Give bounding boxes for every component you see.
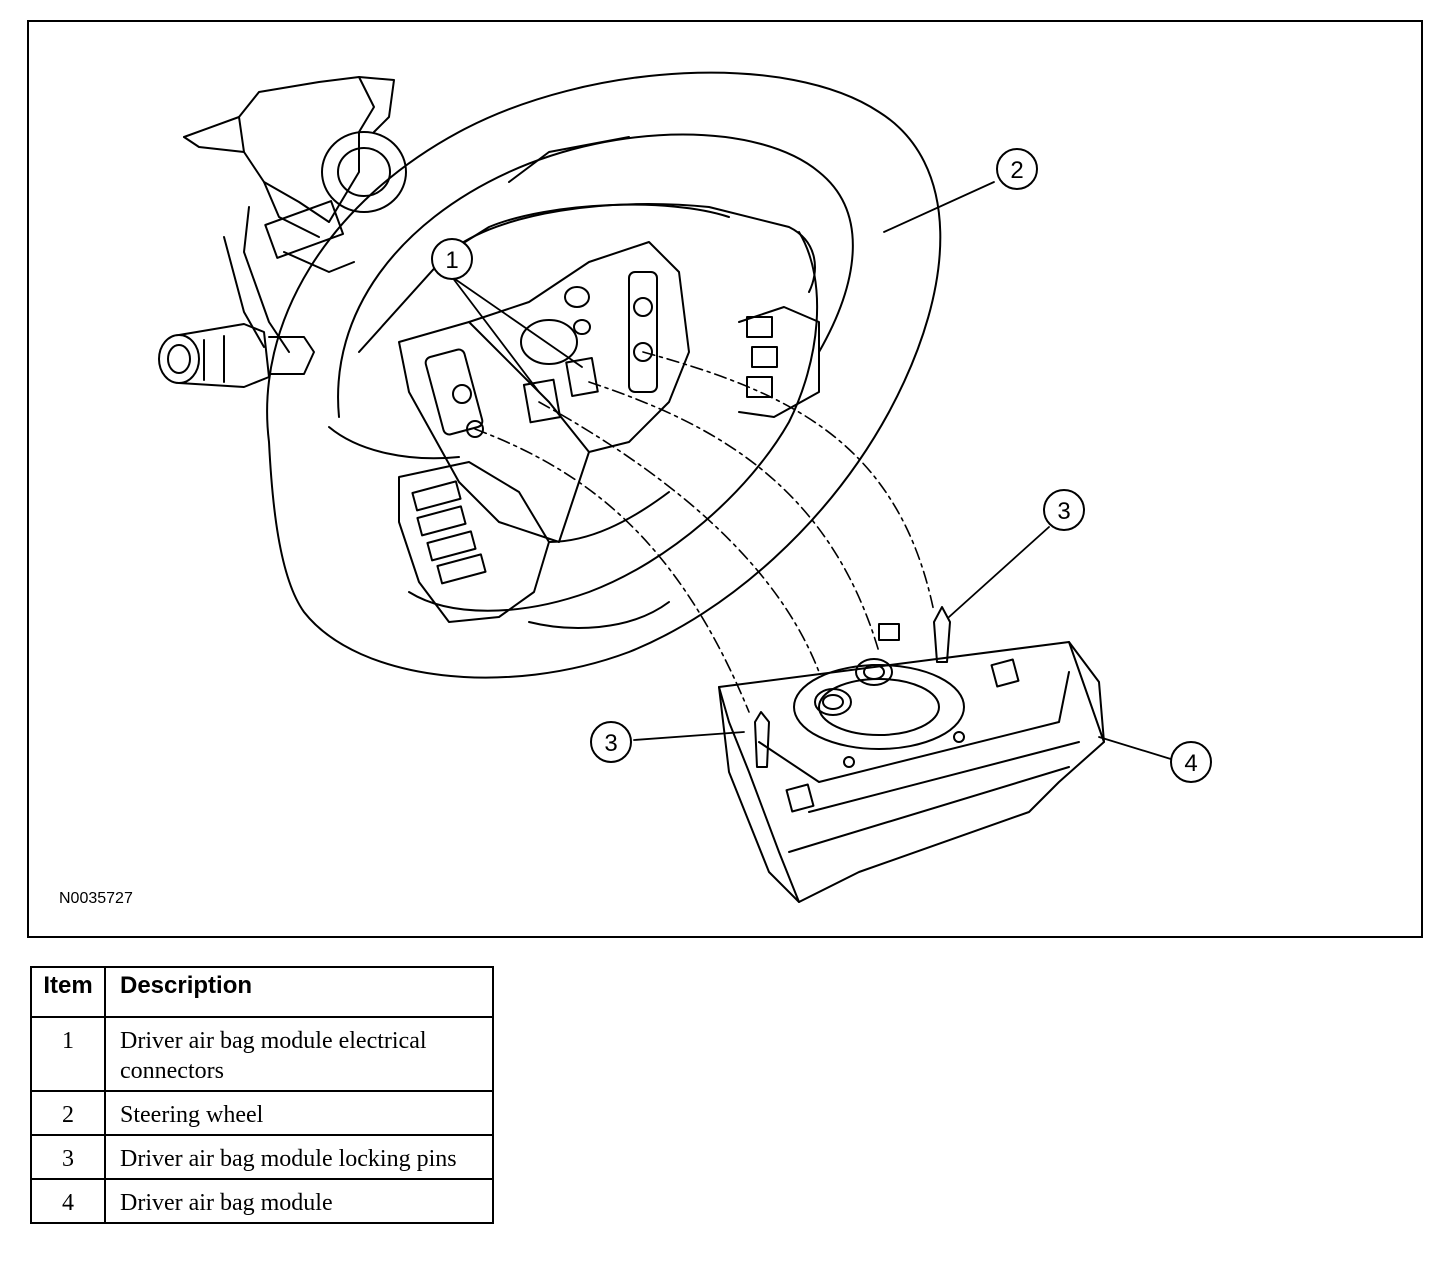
legend-item-number: 1 <box>30 1016 106 1092</box>
table-row: 4 Driver air bag module <box>30 1178 494 1224</box>
callout-2-label: 2 <box>1010 157 1023 184</box>
table-row: 3 Driver air bag module locking pins <box>30 1134 494 1180</box>
diagram-frame: 1 2 3 3 4 N0035727 <box>27 20 1423 938</box>
legend-table: Item Description 1 Driver air bag module… <box>30 966 494 1224</box>
legend-item-description: Driver air bag module electrical connect… <box>104 1016 494 1092</box>
airbag-module-drawing <box>718 606 1105 903</box>
table-row: 1 Driver air bag module electrical conne… <box>30 1016 494 1092</box>
legend-item-number: 4 <box>30 1178 106 1224</box>
steering-column-drawing <box>158 76 407 388</box>
callout-3-left-label: 3 <box>604 730 617 757</box>
steering-wheel-airbag-diagram: 1 2 3 3 4 <box>158 71 1212 903</box>
legend-header-item: Item <box>30 966 106 1018</box>
callout-1: 1 <box>431 238 473 280</box>
legend-item-number: 3 <box>30 1134 106 1180</box>
callout-3-right: 3 <box>1043 489 1085 531</box>
callout-3-left: 3 <box>590 721 632 763</box>
callout-3-right-label: 3 <box>1057 498 1070 525</box>
legend-item-description: Driver air bag module <box>104 1178 494 1224</box>
callout-4: 4 <box>1170 741 1212 783</box>
steering-wheel-drawing <box>266 71 942 679</box>
callout-2: 2 <box>996 148 1038 190</box>
legend-item-description: Driver air bag module locking pins <box>104 1134 494 1180</box>
legend-header-row: Item Description <box>30 966 494 1018</box>
legend-item-number: 2 <box>30 1090 106 1136</box>
assembly-dashed-paths <box>474 351 935 713</box>
callout-leaders <box>451 181 1175 761</box>
figure-id: N0035727 <box>59 890 133 907</box>
legend-item-description: Steering wheel <box>104 1090 494 1136</box>
callout-1-label: 1 <box>445 247 458 274</box>
table-row: 2 Steering wheel <box>30 1090 494 1136</box>
callout-4-label: 4 <box>1184 750 1197 777</box>
legend-header-description: Description <box>104 966 494 1018</box>
